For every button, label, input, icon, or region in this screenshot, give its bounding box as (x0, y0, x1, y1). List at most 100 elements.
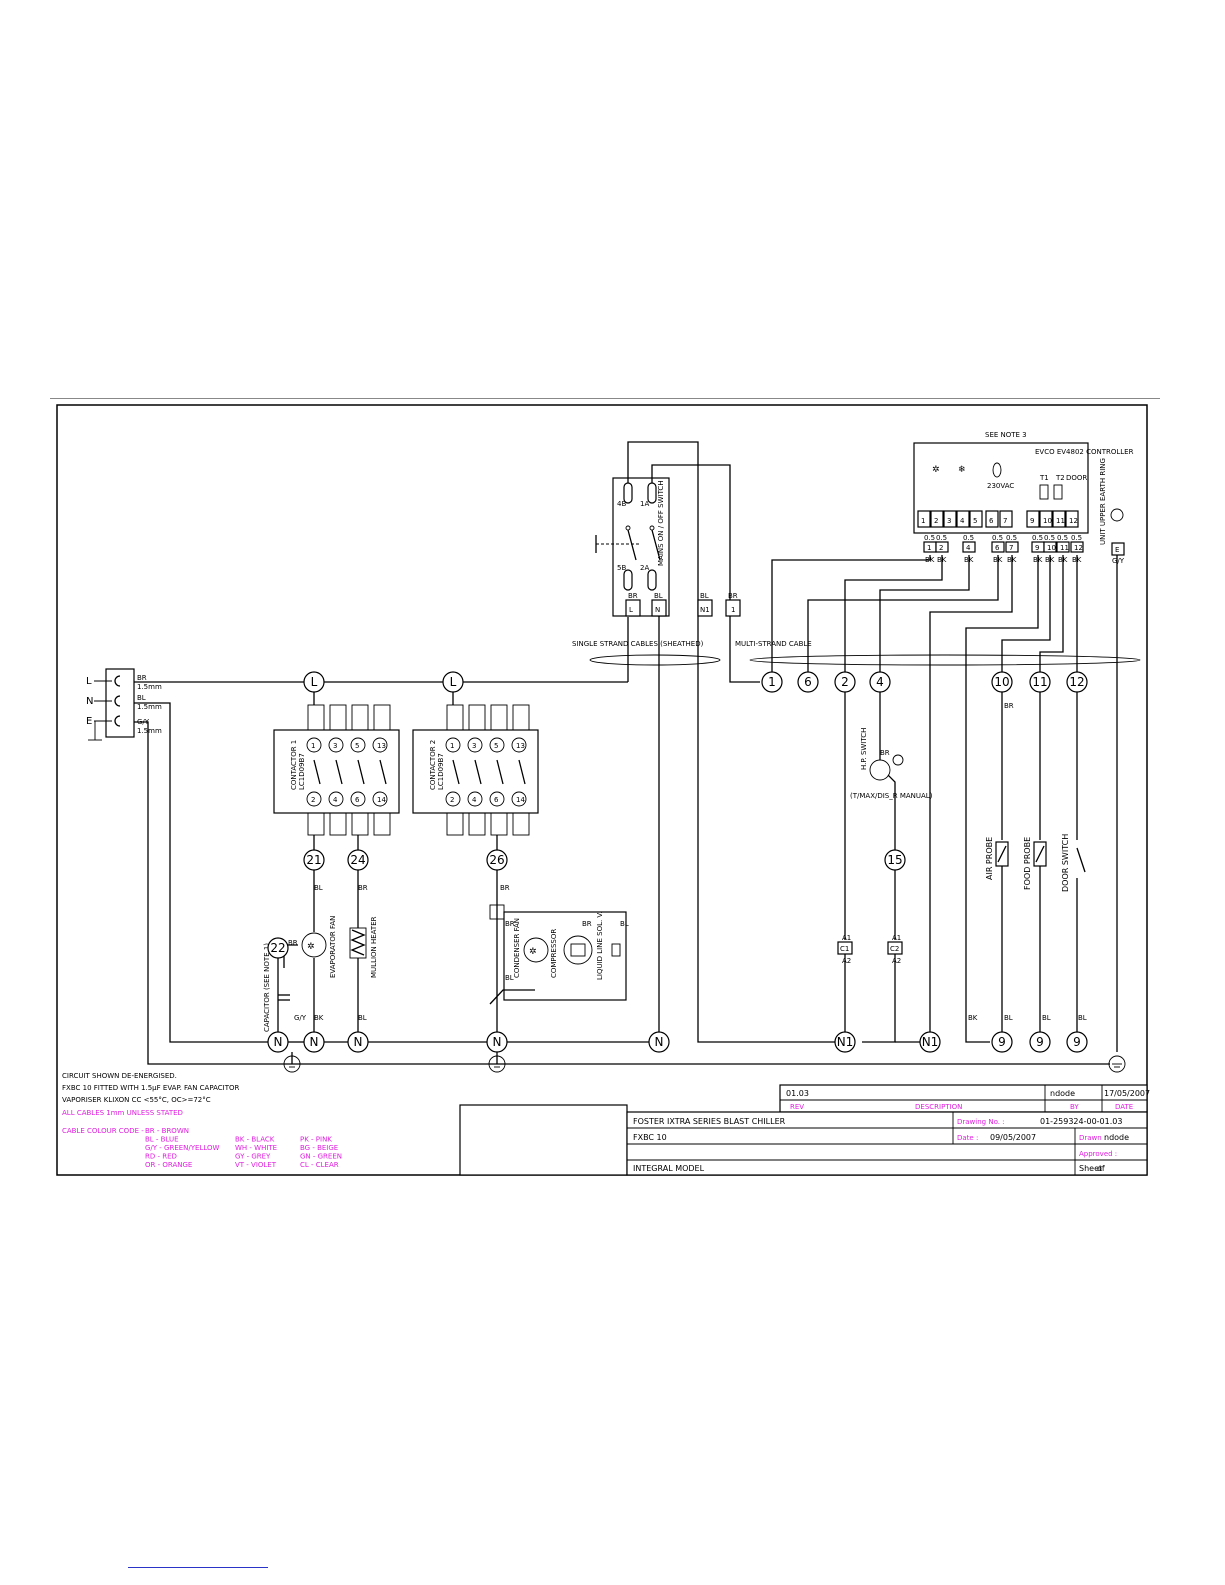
terminal-node (991, 671, 1013, 693)
neutral-node-label: N (655, 1035, 664, 1049)
door-switch-icon (1076, 847, 1086, 873)
terminal-node-label: 24 (350, 853, 365, 867)
controller-terminal-label: 2 (934, 517, 938, 525)
mains-switch-box (612, 477, 670, 617)
footer-link-underline[interactable] (128, 1567, 268, 1568)
connection-size: 0.5 (963, 534, 974, 542)
contactor-bottom-label: 6 (355, 796, 360, 804)
connection-term: 10 (1047, 544, 1056, 552)
date-label: Date : (957, 1134, 978, 1142)
contactor-bottom-label: 14 (516, 796, 525, 804)
note-cables: ALL CABLES 1mm UNLESS STATED (62, 1109, 183, 1117)
condenser-fan-label: CONDENSER FAN (513, 918, 521, 978)
rev-number: 01.03 (786, 1089, 809, 1098)
connection-size: 0.5 (924, 534, 935, 542)
controller-terminal-label: 5 (973, 517, 977, 525)
capacitor-label: CAPACITOR (SEE NOTE 1) (263, 943, 271, 1032)
food-probe-label: FOOD PROBE (1023, 837, 1032, 890)
controller-probe-t2: T2 (1055, 474, 1065, 482)
cable-bl-size: 1.5mm (137, 703, 162, 711)
contactor-bottom-label: 14 (377, 796, 386, 804)
single-strand-label: SINGLE STRAND CABLES (SHEATHED) (572, 640, 704, 648)
colour-code-entry: BK - BLACK (235, 1136, 275, 1144)
terminal-node (1029, 671, 1051, 693)
contactor-terminal (511, 737, 527, 753)
controller-terminal-label: 1 (921, 517, 925, 525)
controller-terminal (1052, 510, 1066, 528)
terminal-node-label: 15 (887, 853, 902, 867)
branch-wires (277, 692, 498, 1064)
drawing-no-label: Drawing No. : (957, 1118, 1005, 1126)
contactor-bottom-label: 6 (494, 796, 499, 804)
terminal-node-label: 6 (804, 675, 812, 689)
controller-terminal-label: 9 (1030, 517, 1034, 525)
controller-terminal (917, 510, 931, 528)
compressor-icon (563, 935, 593, 965)
neutral-node (834, 1031, 856, 1053)
drawing-date: 09/05/2007 (990, 1133, 1036, 1142)
earth-symbols (283, 1055, 1126, 1073)
terminal-node-label: 21 (306, 853, 321, 867)
wire-label: BL (1078, 1014, 1087, 1022)
evap-fan-icon (301, 932, 327, 958)
wire-label: BK (314, 1014, 324, 1022)
contactor-top-label: 5 (355, 742, 359, 750)
drawing-model: FXBC 10 (633, 1133, 667, 1142)
connection-terminal (991, 541, 1005, 553)
contactor-bottom-label: 4 (333, 796, 338, 804)
supply-N-label: N (86, 696, 93, 707)
connection-term: 2 (939, 544, 943, 552)
switch-term-3: N1 (700, 606, 710, 614)
mains-switch-label: MAINS ON / OFF SWITCH (657, 480, 665, 566)
terminal-node (303, 671, 325, 693)
terminal-node-label: 1 (768, 675, 776, 689)
cable-gy-size: 1.5mm (137, 727, 162, 735)
supply-block-box (105, 668, 135, 738)
switch-term-2-colour: BL (654, 592, 663, 600)
supply-block: L N E BR 1.5mm BL 1.5mm G/Y 1.5mm (86, 668, 162, 741)
contactor-terminal (306, 791, 322, 807)
neutral-node-label: 9 (998, 1035, 1006, 1049)
contactor-terminal (467, 737, 483, 753)
coil1-c1: C1 (840, 945, 849, 953)
contactor-terminal (328, 737, 344, 753)
contactor-terminal (445, 791, 461, 807)
terminal-node-label: 26 (489, 853, 504, 867)
connection-terminal (1056, 541, 1070, 553)
neutral-node-label: 9 (1036, 1035, 1044, 1049)
cable-bl: BL (137, 694, 146, 702)
terminal-node (1066, 671, 1088, 693)
cable-br-size: 1.5mm (137, 683, 162, 691)
contactor-top-label: 5 (494, 742, 498, 750)
liquid-sol-label: LIQUID LINE SOL. V. (596, 911, 604, 980)
switch-contact-5b: 5B (617, 564, 626, 572)
colour-code-entry: OR - ORANGE (145, 1161, 192, 1169)
contactor-top-label: 1 (450, 742, 454, 750)
colour-code-entry: BR - BROWN (145, 1127, 189, 1135)
controller-wires (771, 555, 1078, 1043)
wire-label: BR (1004, 702, 1014, 710)
earth-ring: UNIT UPPER EARTH RING E G/Y (1099, 458, 1125, 1052)
approved-label: Approved : (1079, 1150, 1117, 1158)
switch-contact-4b: 4B (617, 500, 626, 508)
hp-note: (T/MAX/DIS_R MANUAL) (850, 792, 933, 800)
contactor-name: CONTACTOR 2 (429, 740, 437, 790)
connection-term: 12 (1074, 544, 1083, 552)
neutral-node-label: N (274, 1035, 283, 1049)
controller-terminal (985, 510, 999, 528)
date-header: DATE (1115, 1103, 1133, 1111)
note-circuit: CIRCUIT SHOWN DE-ENERGISED. (62, 1072, 177, 1080)
colour-code-title: CABLE COLOUR CODE - (62, 1127, 144, 1135)
terminal-node-label: 22 (270, 941, 285, 955)
terminal-node (797, 671, 819, 693)
contactor-name: CONTACTOR 1 (290, 740, 298, 790)
rev-header: REV (790, 1103, 804, 1111)
condenser-fan-icon (523, 937, 549, 963)
coil1-a2: A2 (842, 957, 851, 965)
colour-code-entry: BL - BLUE (145, 1136, 179, 1144)
wire-label: BR (358, 884, 368, 892)
contactor-top-label: 1 (311, 742, 315, 750)
contactor-terminal (467, 791, 483, 807)
hp-switch-label: H.P. SWITCH (860, 728, 868, 770)
contactor-terminal (350, 791, 366, 807)
